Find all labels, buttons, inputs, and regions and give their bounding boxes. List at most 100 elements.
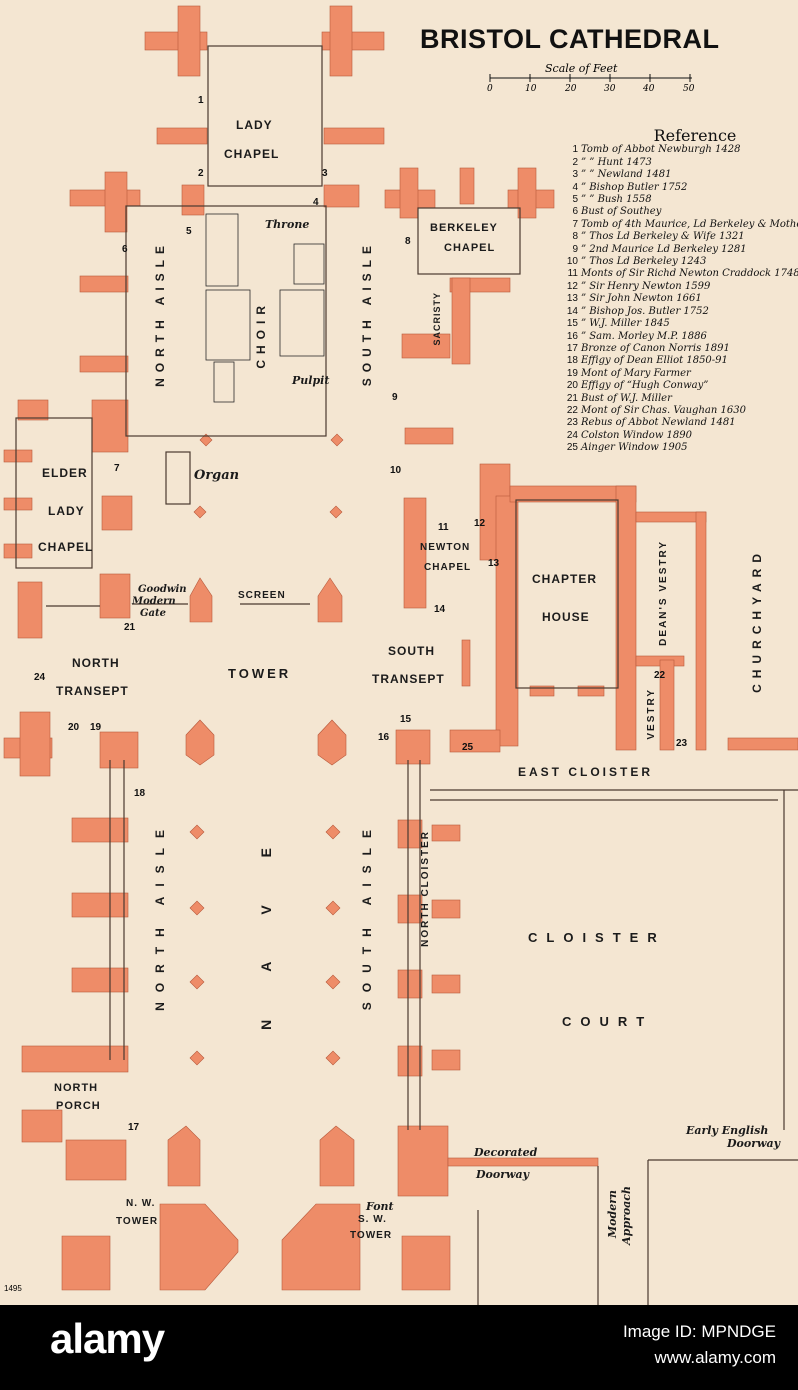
- stair-turret: [397, 1125, 449, 1197]
- label-lady-chapel: LADY: [236, 118, 273, 132]
- map-title: BRISTOL CATHEDRAL: [420, 24, 720, 54]
- pier: [330, 433, 344, 447]
- label-berkeley-chapel: BERKELEY: [430, 222, 498, 234]
- buttress: [459, 167, 475, 205]
- wall: [447, 1157, 599, 1167]
- scale-tick: 40: [643, 84, 655, 94]
- reference-title: Reference: [653, 126, 737, 145]
- map-number: 2: [198, 168, 204, 179]
- map-number: 21: [124, 622, 136, 633]
- buttress: [181, 184, 205, 216]
- reference-text: ” Sir Henry Newton 1599: [581, 280, 711, 292]
- reference-number: 7: [572, 218, 578, 230]
- reference-text: Effigy of Dean Elliot 1850-91: [581, 355, 728, 367]
- buttress: [397, 819, 423, 849]
- reference-text: ” ” Newland 1481: [581, 169, 672, 181]
- label-cloister-court: CLOISTER: [528, 930, 666, 945]
- buttress: [79, 275, 129, 293]
- watermark-footer: [0, 1305, 798, 1390]
- reference-text: Mont of Sir Chas. Vaughan 1630: [581, 404, 746, 416]
- label-north-porch: NORTH: [54, 1082, 99, 1094]
- label-churchyard: CHURCHYARD: [750, 548, 764, 693]
- label-early-english-doorway: Early English: [686, 1124, 769, 1137]
- label-goodwin-gate: Goodwin: [138, 584, 187, 595]
- buttress: [449, 729, 501, 753]
- buttress: [3, 449, 33, 463]
- label-organ: Organ: [194, 468, 240, 483]
- map-number: 19: [90, 722, 102, 733]
- reference-number: 23: [566, 417, 578, 429]
- reference-number: 19: [566, 367, 578, 379]
- brand-logo: alamy: [50, 1315, 165, 1362]
- buttress: [431, 1049, 461, 1071]
- pier: [189, 1050, 205, 1066]
- buttress: [397, 894, 423, 924]
- reference-text: Tomb of Abbot Newburgh 1428: [581, 144, 741, 156]
- map-number: 24: [34, 672, 46, 683]
- label-north-transept: NORTH: [72, 656, 120, 670]
- buttress: [329, 5, 353, 77]
- reference-text: ” W.J. Miller 1845: [581, 318, 670, 330]
- label-south-aisle-nave: SOUTH AISLE: [360, 820, 374, 1011]
- buttress: [397, 1045, 423, 1077]
- pier: [189, 900, 205, 916]
- reference-number: 12: [566, 280, 578, 292]
- crossing-pier: [317, 577, 343, 623]
- reference-number: 17: [566, 342, 578, 354]
- map-number: 1: [198, 95, 204, 106]
- buttress: [99, 731, 139, 769]
- reference-number: 21: [566, 392, 578, 404]
- label-north-aisle-nave: NORTH AISLE: [153, 820, 167, 1011]
- reference-text: ” Bishop Jos. Butler 1752: [581, 305, 709, 317]
- map-number: 3: [322, 168, 328, 179]
- map-number: 11: [438, 522, 449, 533]
- reference-text: Rebus of Abbot Newland 1481: [581, 417, 736, 429]
- reference-number: 1: [572, 144, 578, 156]
- buttress: [319, 1125, 355, 1187]
- label-goodwin-gate: Modern: [132, 596, 176, 607]
- wall: [727, 737, 798, 751]
- reference-number: 14: [566, 305, 578, 317]
- pier: [329, 505, 343, 519]
- berkeley-outline: [417, 207, 521, 275]
- crossing-pier: [185, 719, 215, 766]
- wall: [577, 685, 605, 697]
- scale-tick: 0: [487, 84, 493, 94]
- label-screen: SCREEN: [238, 590, 286, 601]
- label-nave: NAVE: [258, 800, 274, 1030]
- buttress: [17, 581, 43, 639]
- label-decorated-doorway: Doorway: [476, 1168, 529, 1181]
- reference-text: ” ” Bush 1558: [581, 194, 652, 206]
- label-newton-chapel: NEWTON: [420, 542, 471, 553]
- reference-text: ” Thos Ld Berkeley & Wife 1321: [581, 231, 745, 243]
- label-tower: TOWER: [228, 666, 292, 681]
- map-number: 10: [390, 465, 402, 476]
- cathedral-plan-map: BRISTOL CATHEDRAL Scale of Feet 0 10 20 …: [0, 0, 798, 1305]
- crossing-pier: [189, 577, 213, 623]
- reference-item: 9” 2nd Maurice Ld Berkeley 1281: [562, 244, 798, 256]
- reference-item: 14” Bishop Jos. Butler 1752: [562, 306, 798, 318]
- label-decorated-doorway: Decorated: [474, 1146, 538, 1159]
- pier: [325, 900, 341, 916]
- elder-chapel-outline: [15, 417, 93, 569]
- map-number: 4: [313, 197, 319, 208]
- buttress: [17, 399, 49, 421]
- buttress: [71, 817, 129, 843]
- buttress: [3, 543, 33, 559]
- label-sw-tower: TOWER: [350, 1230, 393, 1241]
- label-east-cloister: EAST CLOISTER: [518, 765, 654, 779]
- wall: [615, 485, 637, 751]
- reference-number: 9: [572, 243, 578, 255]
- choir-outline: [125, 205, 327, 437]
- map-number: 20: [68, 722, 80, 733]
- label-choir: CHOIR: [254, 300, 268, 369]
- buttress: [399, 167, 419, 219]
- label-chapter-house: CHAPTER: [532, 572, 598, 586]
